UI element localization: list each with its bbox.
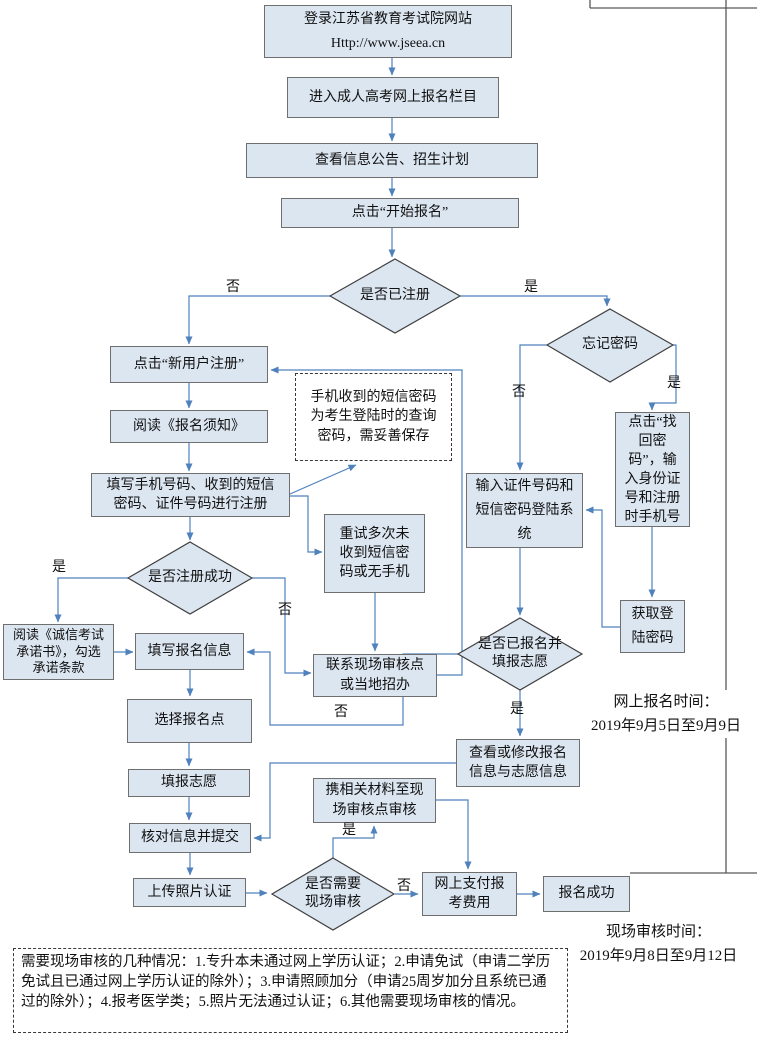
decision-diamonds	[126, 258, 675, 931]
diamond-forgot-password-label: 忘记密码	[582, 337, 638, 353]
diamond-applied	[456, 617, 584, 691]
node-choose-point: 选择报名点	[127, 699, 252, 743]
diamond-onsite-review-label: 是否需要 现场审核	[305, 876, 361, 910]
branch-applied-yes: 是	[510, 702, 524, 717]
branch-forgot-no: 否	[512, 385, 526, 400]
online-registration-time: 网上报名时间： 2019年9月5日至9月9日	[577, 690, 755, 738]
node-retry-sms: 重试多次未 收到短信密 码或无手机	[324, 514, 425, 593]
node-click-start: 点击“开始报名”	[281, 198, 519, 228]
branch-reg-success-no: 否	[278, 603, 292, 618]
node-success: 报名成功	[543, 876, 630, 912]
branch-onsite-yes: 是	[342, 823, 356, 838]
node-fill-info: 填写报名信息	[135, 633, 244, 670]
node-find-password: 点击“找 回密 码”，输 入身份证 号和注册 时手机号	[615, 412, 690, 527]
diamond-onsite-review	[270, 857, 396, 931]
node-honesty-pledge: 阅读《诚信考试 承诺书》，勾选 承诺条款	[3, 624, 114, 680]
diamond-registered	[328, 258, 462, 334]
branch-reg-success-yes: 是	[52, 560, 66, 575]
node-upload-photo: 上传照片认证	[133, 878, 246, 907]
node-login-system: 输入证件号码和 短信密码登陆系 统	[466, 473, 583, 548]
branch-registered-yes: 是	[524, 280, 538, 295]
note-sms-password: 手机收到的短信密码 为考生登陆时的查询 密码，需妥善保存	[295, 373, 452, 461]
node-pay-online: 网上支付报 考费用	[422, 872, 517, 916]
branch-applied-no: 否	[334, 705, 348, 720]
diamond-reg-success	[126, 541, 254, 615]
node-view-announcements: 查看信息公告、招生计划	[246, 143, 538, 178]
node-enter-section: 进入成人高考网上报名栏目	[287, 77, 499, 118]
diamond-applied-label: 是否已报名并 填报志愿	[478, 636, 562, 670]
branch-forgot-yes: 是	[667, 376, 681, 391]
diamond-forgot-password	[545, 308, 675, 383]
node-fill-volunteer: 填报志愿	[128, 769, 250, 797]
node-contact-review-point: 联系现场审核点 或当地招办	[313, 654, 437, 697]
node-get-password: 获取登 陆密码	[620, 600, 685, 653]
node-bring-materials: 携相关材料至现 场审核点审核	[313, 778, 436, 823]
branch-registered-no: 否	[226, 280, 240, 295]
node-login-website: 登录江苏省教育考试院网站 Http://www.jseea.cn	[264, 5, 512, 58]
diamond-registered-label: 是否已注册	[360, 288, 430, 304]
node-read-notice: 阅读《报名须知》	[110, 410, 268, 443]
branch-onsite-no: 否	[397, 879, 411, 894]
node-modify-info: 查看或修改报名 信息与志愿信息	[456, 739, 580, 787]
node-fill-register-info: 填写手机号码、收到的短信 密码、证件号码进行注册	[91, 473, 290, 517]
diamond-reg-success-label: 是否注册成功	[148, 570, 232, 586]
node-verify-submit: 核对信息并提交	[129, 823, 251, 853]
onsite-review-time: 现场审核时间： 2019年9月8日至9月12日	[566, 920, 751, 968]
node-new-user-register: 点击“新用户注册”	[110, 346, 268, 383]
note-onsite-review-cases: 需要现场审核的几种情况：1.专升本未通过网上学历认证；2.申请免试（申请二学历免…	[13, 948, 568, 1033]
